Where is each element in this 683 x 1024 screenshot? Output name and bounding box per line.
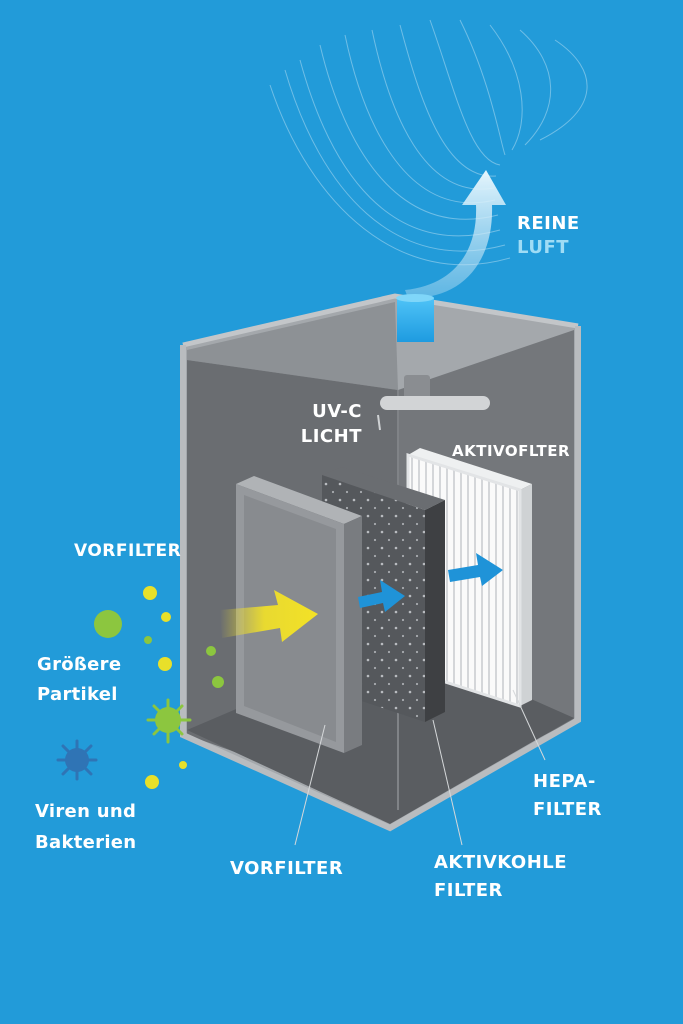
- uvc-line2: LICHT: [300, 426, 362, 447]
- hepa-filter-label: HEPA- FILTER: [533, 768, 602, 824]
- leader-lines: [294, 689, 546, 846]
- vorfilter-bottom-label: VORFILTER: [230, 858, 344, 879]
- aktivofilter-label: AKTIVOFLTER: [452, 442, 570, 460]
- vorfilter-side-label: VORFILTER: [74, 541, 182, 561]
- air-outlet: [396, 294, 434, 342]
- viren-line2: Bakterien: [35, 832, 137, 853]
- groessere-partikel-label: Größere Partikel: [37, 650, 121, 710]
- airflow-swirl-icon: [269, 19, 588, 266]
- hepa-line1: HEPA-: [533, 771, 596, 792]
- reine-luft-line2: LUFT: [517, 237, 570, 258]
- blue-arrow-icon: [448, 553, 503, 586]
- aktivkohle-line2: FILTER: [434, 880, 503, 901]
- viren-line1: Viren und: [35, 801, 137, 822]
- partikel-line2: Partikel: [37, 684, 118, 705]
- particles: [94, 586, 224, 789]
- reine-luft-label: REINE LUFT: [517, 212, 580, 260]
- aktivkohle-line1: AKTIVKOHLE: [434, 852, 568, 873]
- reine-luft-line1: REINE: [517, 213, 580, 234]
- uv-lamp-icon: [377, 375, 490, 431]
- virus-icon: [56, 739, 98, 781]
- up-arrow-icon: [405, 170, 506, 299]
- bacteria-icon: [146, 698, 192, 744]
- blue-arrow-icon: [358, 580, 405, 612]
- uvc-line1: UV-C: [312, 401, 362, 422]
- partikel-line1: Größere: [37, 654, 122, 675]
- aktivkohle-filter-label: AKTIVKOHLE FILTER: [434, 849, 567, 905]
- viren-bakterien-label: Viren und Bakterien: [35, 796, 136, 858]
- uvc-licht-label: UV-C LICHT: [296, 399, 362, 449]
- hepa-line2: FILTER: [533, 799, 602, 820]
- yellow-arrow-icon: [220, 590, 318, 642]
